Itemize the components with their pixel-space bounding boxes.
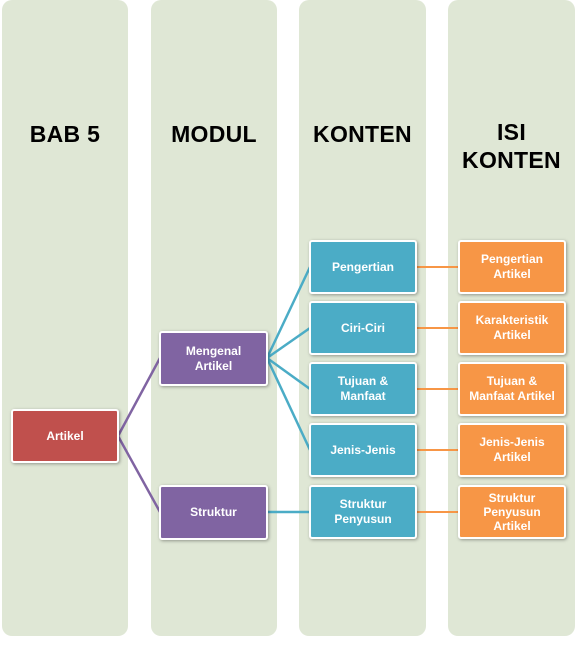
node-tujuan-manfaat: Tujuan & Manfaat — [309, 362, 417, 416]
node-isi-jenis-jenis: Jenis-Jenis Artikel — [458, 423, 566, 477]
node-isi-pengertian: Pengertian Artikel — [458, 240, 566, 294]
node-isi-tujuan-manfaat: Tujuan & Manfaat Artikel — [458, 362, 566, 416]
connector-artikel-mengenal — [116, 357, 162, 437]
node-struktur: Struktur — [159, 485, 268, 540]
column-title-konten: KONTEN — [313, 121, 412, 147]
connector-mengenal-jenis — [265, 357, 312, 451]
node-isi-struktur-penyusun: Struktur Penyusun Artikel — [458, 485, 566, 539]
node-pengertian: Pengertian — [309, 240, 417, 294]
column-title-bab: BAB 5 — [29, 121, 101, 147]
node-ciri-ciri: Ciri-Ciri — [309, 301, 417, 355]
node-mengenal-artikel: Mengenal Artikel — [159, 331, 268, 386]
column-title-isi-konten: ISI KONTEN — [462, 119, 561, 173]
column-title-modul: MODUL — [171, 121, 257, 147]
column-bab: BAB 5 — [2, 0, 128, 636]
connector-mengenal-tujuan — [266, 356, 311, 391]
connector-mengenal-pengertian — [265, 266, 312, 359]
node-artikel: Artikel — [11, 409, 119, 463]
node-jenis-jenis: Jenis-Jenis — [309, 423, 417, 477]
connector-mengenal-ciri — [266, 326, 311, 360]
node-isi-karakteristik: Karakteristik Artikel — [458, 301, 566, 355]
node-struktur-penyusun: Struktur Penyusun — [309, 485, 417, 539]
connector-artikel-struktur — [116, 435, 162, 513]
